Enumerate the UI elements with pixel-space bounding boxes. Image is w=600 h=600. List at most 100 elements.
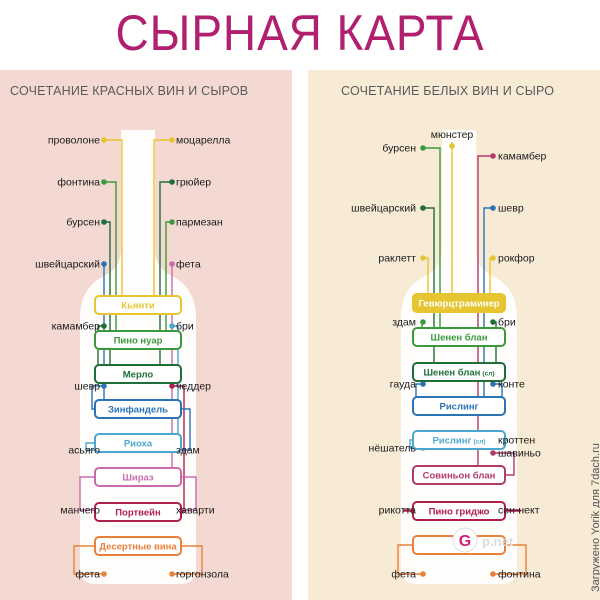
white-cheese-R-6: шавиньо (498, 448, 541, 460)
white-wine-box-1 (412, 327, 506, 347)
red-wine-label-7: Десертные вина (99, 542, 177, 553)
red-wine-label-6: Портвейн (115, 508, 161, 519)
red-dot-R-2 (169, 219, 175, 225)
watermark: Загружено Yorik для 7dach.ru (580, 330, 600, 600)
red-connector-R-8 (172, 545, 203, 575)
red-wine-label-3: Зинфандель (108, 405, 168, 416)
red-wine-label-2: Мерло (123, 370, 154, 381)
red-cheese-L-7: манчего (60, 505, 100, 517)
white-dot-R-2 (490, 255, 496, 261)
white-cheese-L-0: бурсен (382, 143, 416, 155)
red-cheese-R-8: горгонзола (176, 569, 229, 581)
white-cheese-L-3: здам (392, 317, 416, 329)
logo-badge-icon (452, 527, 478, 553)
white-cheese-top: мюнстер (431, 129, 474, 141)
red-cheese-R-5: чеддер (176, 381, 211, 393)
red-wine-box-4 (94, 433, 182, 453)
white-wine-box-6 (412, 501, 506, 521)
red-connector-L-8 (73, 545, 104, 575)
red-dot-R-0 (169, 137, 175, 143)
red-dot-R-4 (169, 323, 175, 329)
white-cheese-R-8: фонтина (498, 569, 541, 581)
white-wine-box-2 (412, 362, 506, 382)
white-dot-R-3 (490, 319, 496, 325)
red-dot-L-3 (101, 261, 107, 267)
red-cheese-R-6: здам (176, 445, 200, 457)
white-cheese-L-2: раклетт (378, 253, 416, 265)
logo-letter: G (459, 533, 471, 550)
white-dot-R-0 (490, 153, 496, 159)
red-dot-L-1 (101, 179, 107, 185)
white-dot-R-6 (490, 450, 496, 456)
red-dot-L-2 (101, 219, 107, 225)
red-cheese-L-8: фета (75, 569, 100, 581)
red-dot-R-3 (169, 261, 175, 267)
red-cheese-R-2: пармезан (176, 217, 223, 229)
white-cheese-R-3: бри (498, 317, 516, 329)
red-wine-label-4: Риоха (124, 439, 153, 450)
white-wine-label-2: Шенен блан(сл) (424, 368, 495, 379)
white-wine-label-0: Гевюрцтраминер (418, 299, 499, 310)
white-cheese-L-4: гауда (390, 379, 416, 391)
red-wine-box-6 (94, 502, 182, 522)
red-cheese-R-0: моцарелла (176, 135, 230, 147)
white-cheese-L-5: нёшатель (369, 443, 417, 455)
white-wine-label-4: Рислинг(сл) (432, 436, 485, 447)
red-cheese-L-6: асьяго (68, 445, 100, 457)
white-cheese-R-4: конте (498, 379, 525, 391)
white-wine-box-3 (412, 396, 506, 416)
white-dot-R-4 (490, 381, 496, 387)
white-dot-L-2 (420, 255, 426, 261)
red-connector-R-7 (172, 476, 197, 511)
white-wine-sub-4: (сл) (473, 439, 485, 446)
white-connector-L-7 (397, 544, 423, 575)
red-wine-box-5 (94, 467, 182, 487)
red-wine-box-2 (94, 364, 182, 384)
white-dot-top (449, 143, 455, 149)
red-dot-R-8 (169, 571, 175, 577)
white-cheese-R-7: сен-нект (498, 505, 540, 517)
white-cheese-R-0: камамбер (498, 151, 547, 163)
red-wine-label-0: Кьянти (121, 301, 155, 312)
page-title: СЫРНАЯ КАРТА (115, 5, 485, 61)
red-cheese-R-3: фета (176, 259, 201, 271)
red-dot-L-4 (101, 323, 107, 329)
white-cheese-L-1: швейцарский (351, 203, 416, 215)
red-dot-L-0 (101, 137, 107, 143)
white-cheese-L-6: рикотта (379, 505, 417, 517)
red-cheese-L-1: фонтина (57, 177, 100, 189)
white-cheese-L-7: фета (391, 569, 416, 581)
white-cheese-R-5: кроттен (498, 435, 535, 447)
white-dot-L-7 (420, 571, 426, 577)
white-connector-R-6 (493, 452, 515, 476)
watermark-text: Загружено Yorik для 7dach.ru (590, 443, 600, 592)
red-wine-box-7 (94, 536, 182, 556)
white-cheese-R-1: шевр (498, 203, 524, 215)
red-cheese-L-0: проволоне (48, 135, 100, 147)
red-dot-L-5 (101, 383, 107, 389)
red-dot-R-5 (169, 383, 175, 389)
white-connector-R-8 (493, 544, 527, 575)
red-cheese-L-3: швейцарский (35, 259, 100, 271)
red-dot-R-1 (169, 179, 175, 185)
white-dot-L-0 (420, 145, 426, 151)
white-wine-label-1: Шенен блан (431, 333, 488, 344)
red-connector-L-5 (91, 385, 104, 410)
red-dot-L-8 (101, 571, 107, 577)
red-cheese-R-1: грюйер (176, 177, 211, 189)
red-cheese-R-7: хаварти (176, 505, 215, 517)
white-wine-label-5: Совиньон блан (423, 471, 496, 482)
white-dot-R-8 (490, 571, 496, 577)
red-wine-box-1 (94, 330, 182, 350)
red-wine-heading: СОЧЕТАНИЕ КРАСНЫХ ВИН И СЫРОВ (10, 84, 249, 98)
red-cheese-L-2: бурсен (66, 217, 100, 229)
white-wine-sub-2: (сл) (482, 371, 494, 378)
white-wine-box-0 (412, 293, 506, 313)
white-dot-L-1 (420, 205, 426, 211)
white-dot-R-1 (490, 205, 496, 211)
red-cheese-L-5: шевр (74, 381, 100, 393)
white-dot-L-4 (420, 381, 426, 387)
red-wine-box-3 (94, 399, 182, 419)
white-wine-label-3: Рислинг (439, 402, 478, 413)
